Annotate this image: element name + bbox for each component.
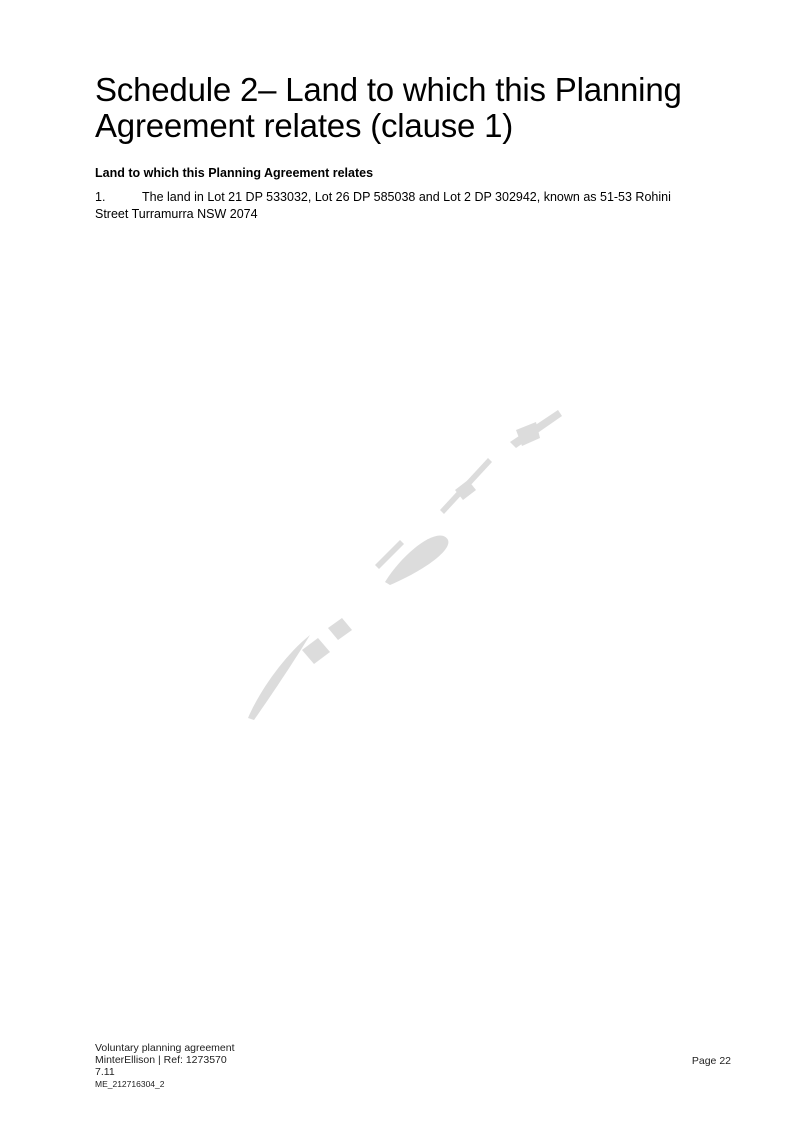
clause-1: 1. The land in Lot 21 DP 533032, Lot 26 D…	[95, 189, 725, 223]
watermark-mark-4	[375, 540, 404, 569]
footer-doc-title: Voluntary planning agreement	[95, 1042, 235, 1054]
clause-text-line-1: The land in Lot 21 DP 533032, Lot 26 DP …	[142, 190, 671, 204]
footer-reference: MinterEllison | Ref: 1273570	[95, 1054, 227, 1066]
watermark-mark-8	[516, 422, 540, 446]
watermark-mark-1	[302, 638, 330, 664]
footer-left: Voluntary planning agreement MinterEllis…	[95, 1042, 235, 1090]
watermark-mark-2	[328, 618, 352, 640]
page-number: Page 22	[691, 1055, 731, 1067]
clause-number: 1.	[95, 190, 106, 204]
watermark-stroke-d	[248, 635, 310, 720]
footer-doc-id: ME_212716304_2	[95, 1079, 165, 1089]
title-line-2: Agreement relates (clause 1)	[95, 107, 514, 144]
clause-text-line-2: Street Turramurra NSW 2074	[95, 207, 258, 221]
footer-version: 7.11	[95, 1066, 115, 1078]
title-line-1: Schedule 2– Land to which this Planning	[95, 71, 682, 108]
watermark-mark-3	[385, 535, 449, 585]
section-heading: Land to which this Planning Agreement re…	[95, 166, 374, 180]
draft-watermark	[248, 410, 562, 720]
watermark-mark-6	[455, 480, 476, 500]
page-title: Schedule 2– Land to which this Planning …	[95, 72, 745, 144]
